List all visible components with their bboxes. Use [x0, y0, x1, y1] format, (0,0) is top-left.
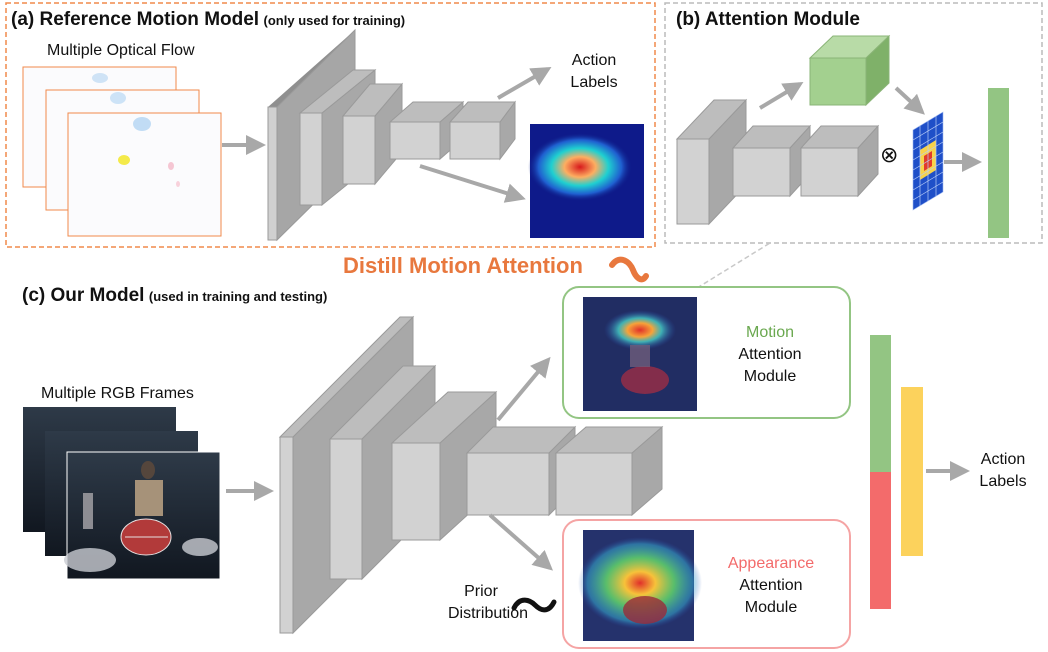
motion-module-label: Motion Attention Module: [720, 322, 820, 388]
prior-distribution-label: Prior Distribution: [448, 581, 529, 625]
arrow-cnn-to-motion: [496, 356, 551, 422]
ref-block-5: [448, 100, 516, 161]
appearance-word: Appearance: [727, 555, 815, 572]
panel-b-frame: [664, 2, 1043, 244]
attn-block-2: [731, 124, 812, 198]
our-action-labels-line1: Action: [980, 451, 1026, 468]
our-block-3: [390, 390, 498, 542]
fused-feature-bar: [901, 387, 923, 556]
motion-word: Motion: [745, 324, 795, 341]
attn-output-bar: [988, 88, 1009, 238]
optical-flow-label: Multiple Optical Flow: [47, 42, 195, 59]
distill-label: Distill Motion Attention: [343, 253, 583, 278]
our-block-5: [554, 425, 664, 517]
motion-attention-word: Attention: [738, 346, 802, 363]
motion-feature-bar: [870, 335, 891, 472]
motion-module-word: Module: [743, 368, 797, 385]
arrow-attn-down: [894, 86, 925, 115]
rgb-frame-stack: [23, 407, 221, 580]
attn-green-block: [808, 34, 891, 107]
panel-c-title-main: (c) Our Model: [22, 285, 145, 306]
our-model-cnn: [278, 315, 664, 635]
appearance-module-label: Appearance Attention Module: [715, 553, 827, 619]
motion-heatmap: [528, 124, 644, 238]
reference-cnn: [267, 28, 516, 242]
panel-c-title-sub: (used in training and testing): [148, 289, 328, 304]
zoom-line-left: [696, 242, 771, 289]
motion-attention-image: [583, 297, 697, 411]
rgb-frames-label: Multiple RGB Frames: [41, 385, 194, 402]
ref-action-labels: Action Labels: [560, 50, 628, 94]
panel-a-title-main: (a) Reference Motion Model: [11, 9, 260, 30]
appearance-module-word: Module: [744, 599, 798, 616]
our-action-labels-line2: Labels: [979, 473, 1027, 490]
flow-frame-3: [67, 112, 222, 237]
attn-block-1: [675, 98, 748, 226]
attention-grid-map: [912, 111, 944, 211]
attention-module-blocks: [675, 34, 891, 226]
attn-block-3: [799, 124, 880, 198]
appearance-attention-image: [578, 530, 702, 641]
arrow-ref-to-heatmap: [419, 164, 526, 203]
ref-action-labels-line2: Labels: [570, 74, 618, 91]
panel-c-title: (c) Our Model (used in training and test…: [22, 285, 327, 307]
panel-a-frame: [5, 2, 656, 248]
panel-a-title-sub: (only used for training): [263, 13, 406, 28]
arrow-ref-to-labels: [496, 66, 552, 100]
prior-line2: Distribution: [448, 605, 529, 622]
arrow-cnn-to-appearance: [488, 513, 553, 571]
distill-tilde-icon: [609, 256, 649, 283]
arrow-attn-up: [758, 81, 804, 110]
appearance-attention-word: Attention: [739, 577, 803, 594]
appearance-feature-bar: [870, 472, 891, 609]
optical-flow-stack: [22, 66, 222, 237]
prior-tilde-icon: [511, 597, 557, 613]
prior-line1: Prior: [464, 583, 498, 600]
panel-a-title: (a) Reference Motion Model (only used fo…: [11, 9, 405, 31]
multiply-operator: ⊗: [880, 142, 899, 167]
our-block-4: [465, 425, 577, 517]
ref-action-labels-line1: Action: [571, 52, 617, 69]
our-action-labels: Action Labels: [970, 449, 1036, 493]
panel-b-title: (b) Attention Module: [676, 9, 860, 30]
